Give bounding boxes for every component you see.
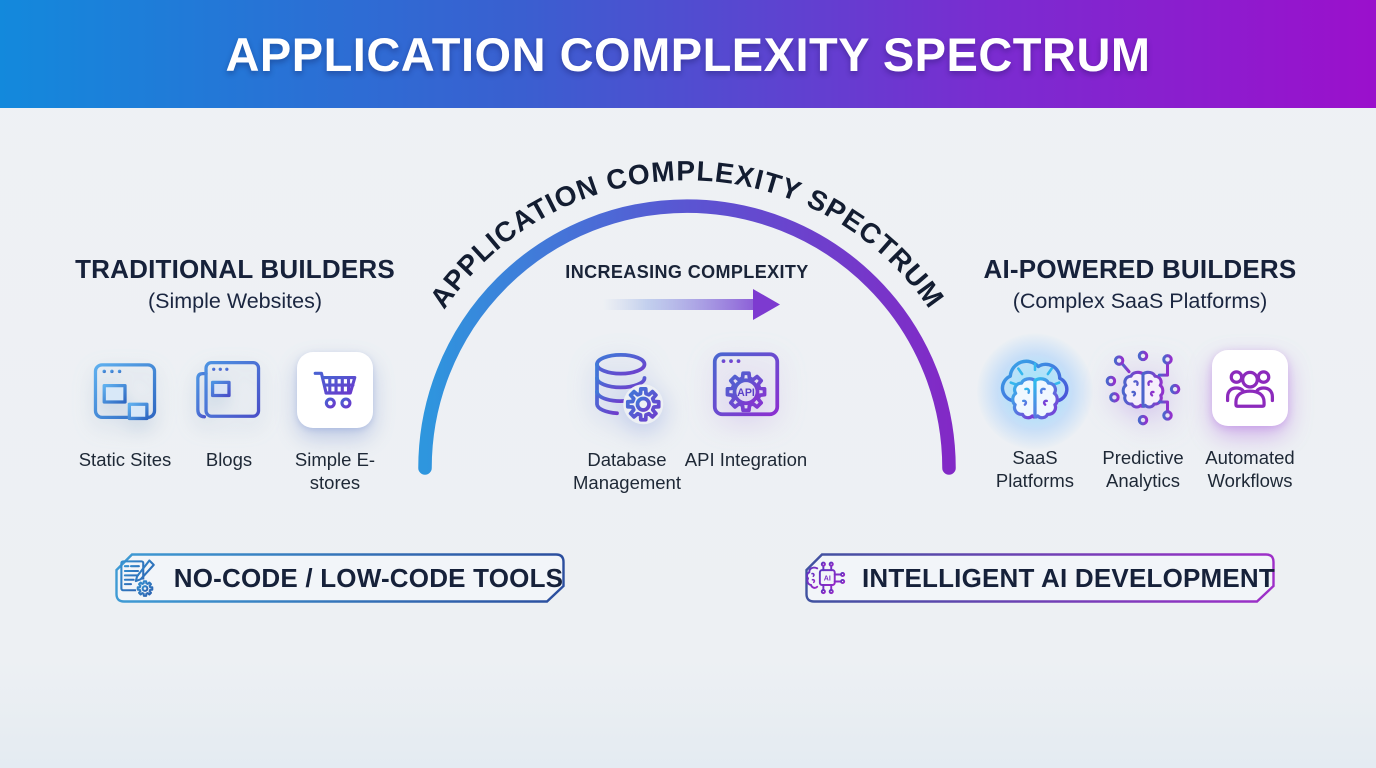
ai-subtitle: (Complex SaaS Platforms) <box>1012 289 1268 313</box>
ai-builders-heading: AI-POWERED BUILDERS (Complex SaaS Platfo… <box>955 254 1325 314</box>
traditional-builders-heading: TRADITIONAL BUILDERS (Simple Websites) <box>40 254 430 314</box>
icon-card <box>297 352 373 428</box>
item-database-management: Database Management <box>557 342 697 494</box>
item-predictive-analytics: Predictive Analytics <box>1085 344 1201 492</box>
axis-label: INCREASING COMPLEXITY <box>565 262 809 282</box>
badge-label: NO-CODE / LOW-CODE TOOLS <box>173 562 564 593</box>
ai-chip-text: AI <box>824 576 831 583</box>
badge-intelligent-ai: AI INTELLIGENT AI DEVELOPMENT <box>805 553 1275 603</box>
item-label: SaaS Platforms <box>995 447 1075 491</box>
header-banner: APPLICATION COMPLEXITY SPECTRUM <box>0 0 1376 108</box>
item-simple-estores: Simple E-stores <box>280 346 390 494</box>
browser-window-icon <box>93 363 157 421</box>
item-label: API Integration <box>684 449 808 470</box>
document-edit-gear-icon <box>120 559 155 598</box>
ai-title: AI-POWERED BUILDERS <box>983 254 1297 284</box>
icon-card <box>1212 350 1288 426</box>
item-blogs: Blogs <box>174 346 284 472</box>
item-label: Blogs <box>205 449 253 470</box>
ai-chip-brain-icon: AI <box>806 561 846 595</box>
badge-outline <box>115 553 565 603</box>
increasing-complexity-arrow <box>603 289 780 320</box>
item-saas-platforms: SaaS Platforms <box>977 333 1093 492</box>
brain-network-icon <box>1105 350 1181 426</box>
item-static-sites: Static Sites <box>70 346 180 472</box>
database-gear-icon <box>595 353 664 425</box>
item-api-integration: API API Integration <box>676 342 816 472</box>
item-label: Automated Workflows <box>1205 447 1295 491</box>
item-automated-workflows: Automated Workflows <box>1192 344 1308 492</box>
spectrum-arc <box>418 199 956 475</box>
badge-label: INTELLIGENT AI DEVELOPMENT <box>861 562 1275 593</box>
api-browser-gear-icon: API <box>712 352 780 417</box>
item-label: Database Management <box>573 449 681 493</box>
cloud-brain-icon <box>1000 359 1069 420</box>
item-label: Simple E-stores <box>294 449 376 493</box>
item-label: Predictive Analytics <box>1102 447 1184 491</box>
badge-outline <box>805 553 1275 603</box>
api-icon-text: API <box>737 387 755 399</box>
page-title: APPLICATION COMPLEXITY SPECTRUM <box>225 27 1151 81</box>
newspaper-icon <box>196 361 261 419</box>
traditional-title: TRADITIONAL BUILDERS <box>75 254 395 284</box>
shopping-cart-icon <box>313 371 357 409</box>
badge-no-code-tools: NO-CODE / LOW-CODE TOOLS <box>115 553 565 603</box>
item-label: Static Sites <box>78 449 172 470</box>
people-group-icon <box>1225 370 1275 408</box>
traditional-subtitle: (Simple Websites) <box>147 289 323 313</box>
